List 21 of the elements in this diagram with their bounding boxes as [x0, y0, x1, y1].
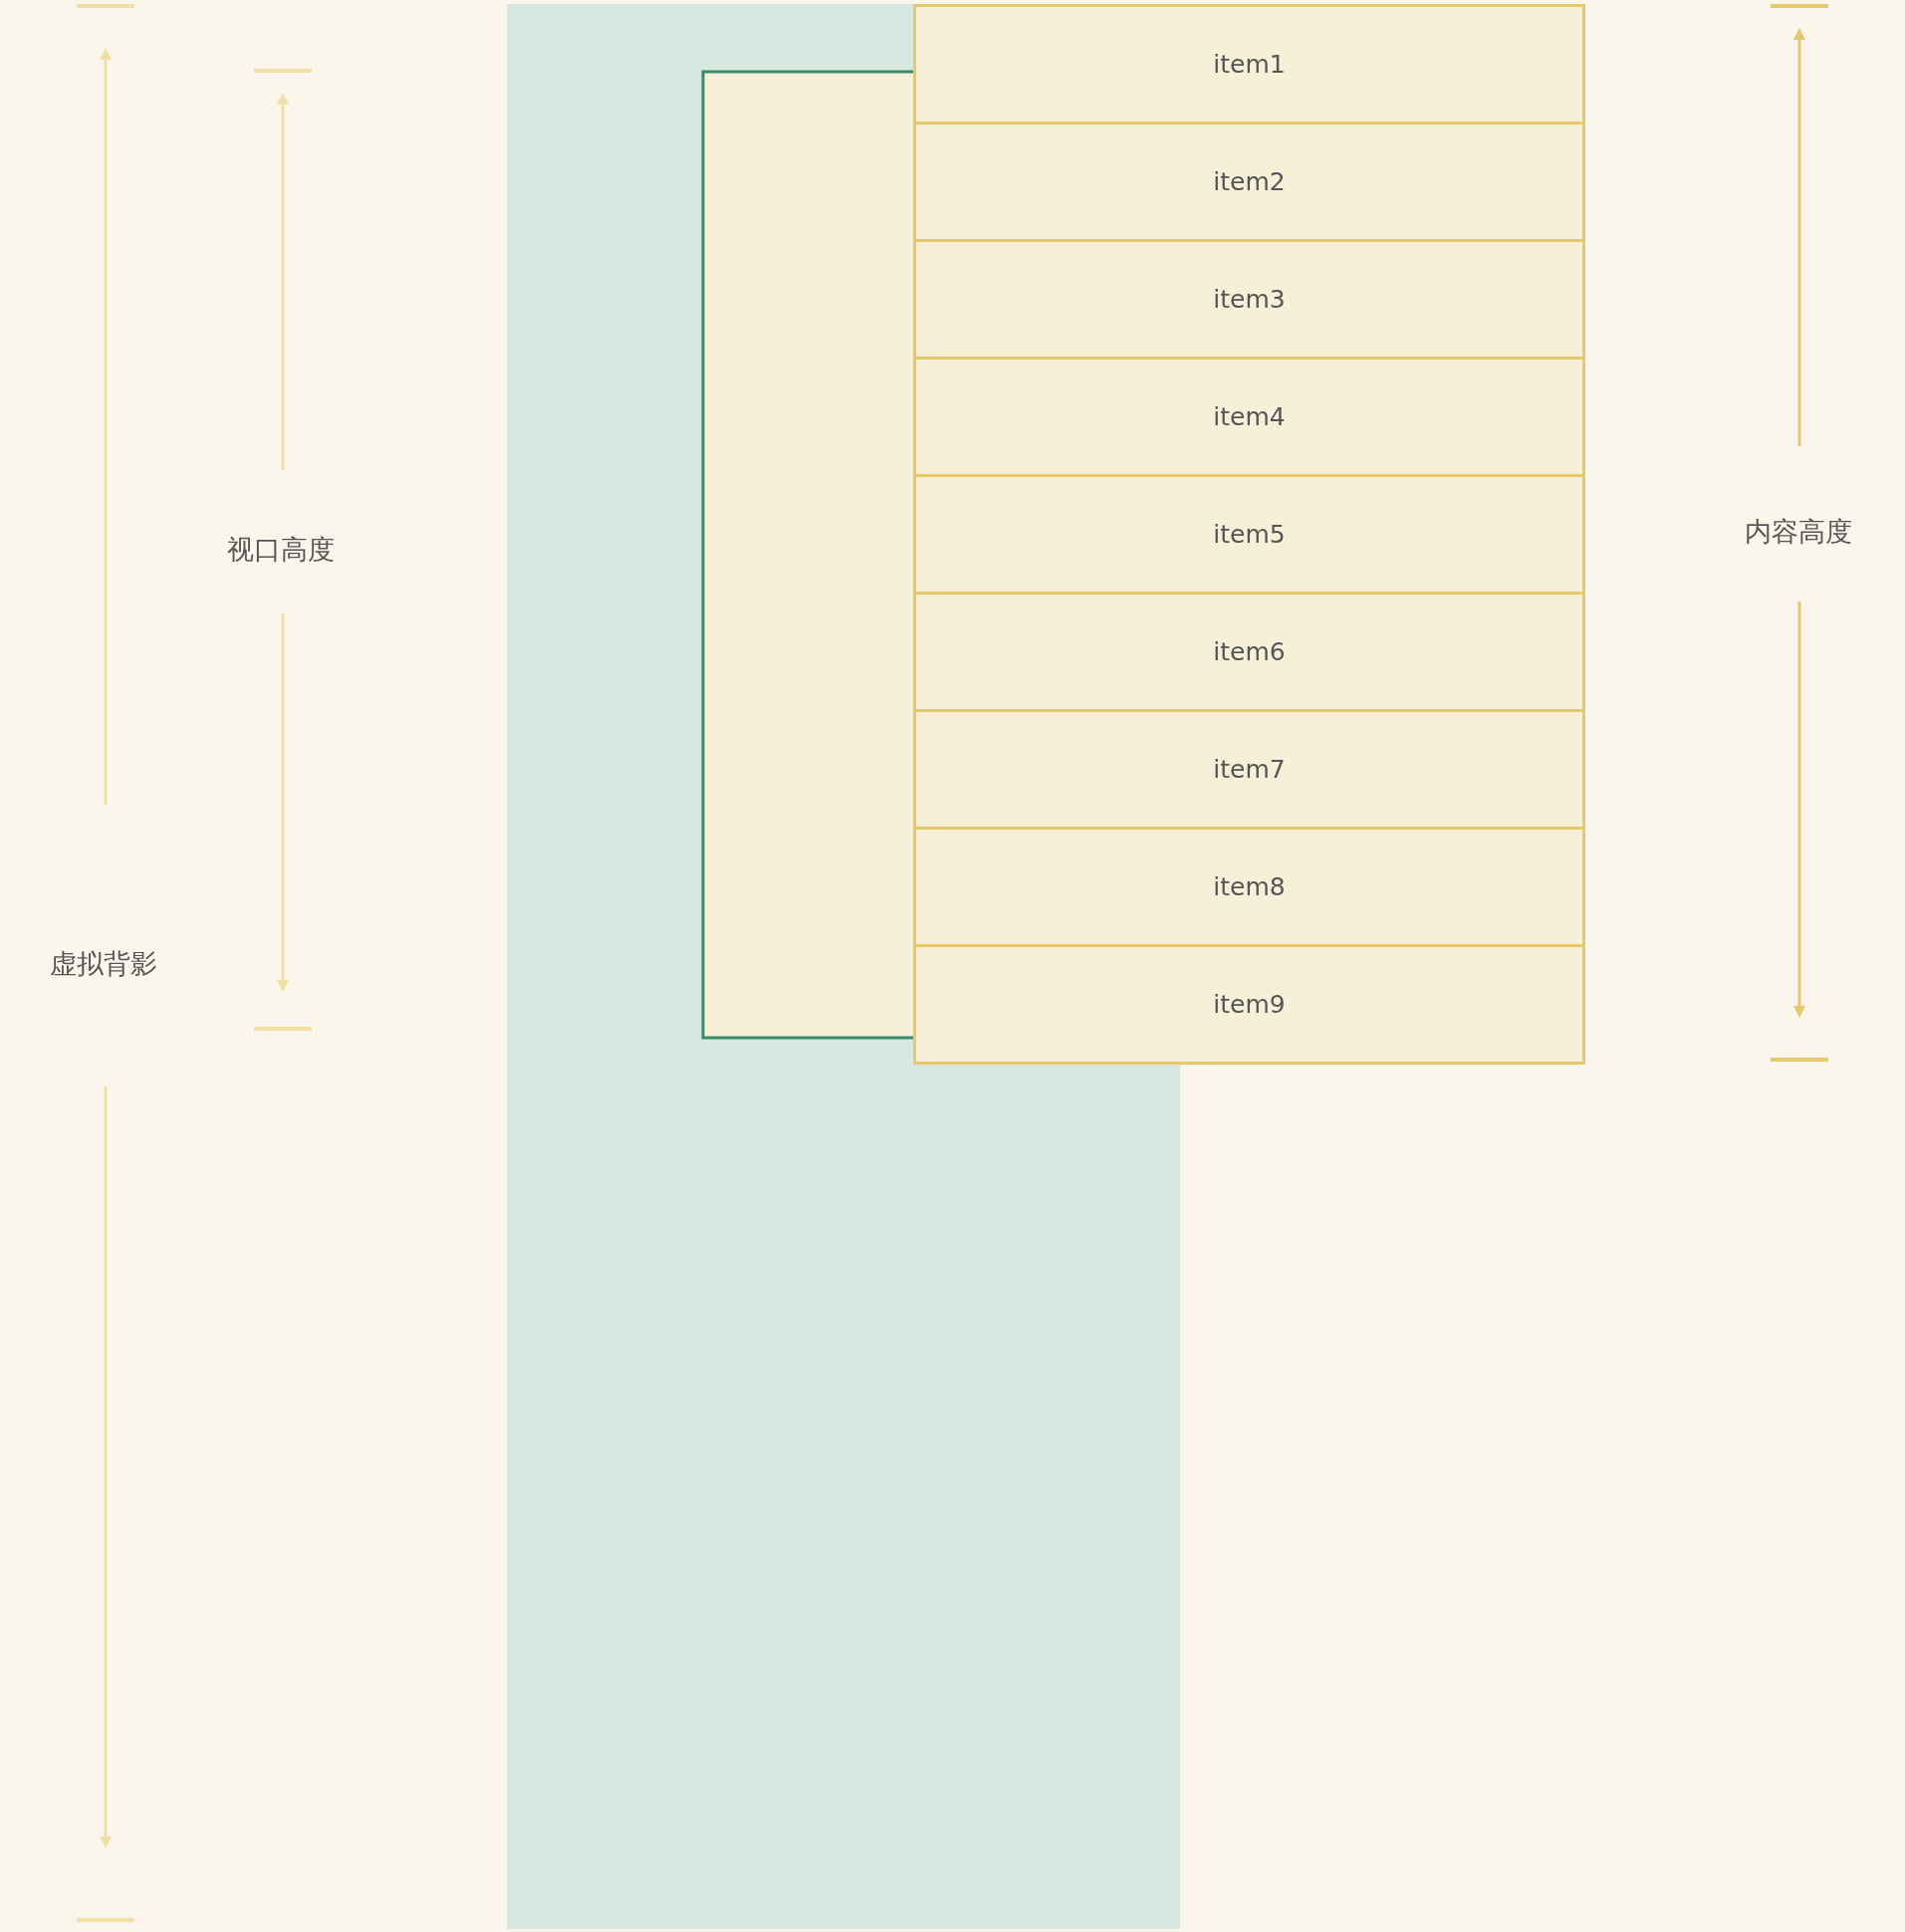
item-label: item6	[1213, 637, 1286, 666]
item-label: item5	[1213, 520, 1286, 549]
list-item-box	[913, 592, 1585, 712]
item-label: item3	[1213, 285, 1286, 314]
virtual-shadow-label: 虚拟背影	[50, 947, 157, 981]
item-label: item4	[1213, 402, 1286, 431]
item-label: item2	[1213, 167, 1286, 196]
item-label: item7	[1213, 755, 1286, 784]
list-item-box	[913, 121, 1585, 242]
item-label: item9	[1213, 990, 1286, 1019]
item-label: item1	[1213, 50, 1286, 79]
list-item-box	[913, 4, 1585, 124]
list-item-box	[913, 239, 1585, 360]
list-item-box	[913, 709, 1585, 830]
item-label: item8	[1213, 872, 1286, 901]
list-item-box	[913, 944, 1585, 1065]
list-item-box	[913, 474, 1585, 595]
list-item-box	[913, 827, 1585, 947]
content-height-label: 内容高度	[1745, 515, 1852, 549]
list-item-box	[913, 357, 1585, 477]
viewport-height-label: 视口高度	[227, 533, 335, 567]
